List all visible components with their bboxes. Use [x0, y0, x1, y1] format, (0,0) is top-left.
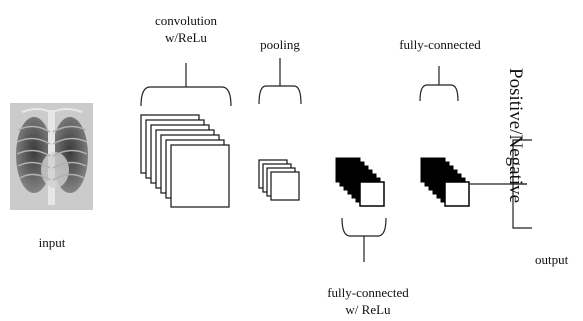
pooling-feature-maps [258, 159, 300, 201]
convolution-bracket [140, 86, 232, 107]
positive-negative-label: Positive/Negative [505, 68, 526, 204]
convolution-feature-maps [140, 114, 230, 208]
pooling-bracket [258, 85, 302, 105]
brackets [140, 58, 532, 262]
fc-bottom-label-line2: w/ ReLu [345, 302, 391, 317]
convolution-label-line1: convolution [154, 13, 218, 28]
fc-block [420, 157, 470, 207]
fc-relu-block [335, 157, 385, 207]
fc-bottom-bracket [341, 217, 387, 237]
fc-top-label: fully-connected [399, 37, 481, 52]
pooling-label: pooling [260, 37, 300, 52]
convolution-label-line2: w/ReLu [165, 30, 207, 45]
chest-xray-image [10, 103, 93, 210]
fc-top-bracket [419, 84, 459, 102]
input-label: input [38, 235, 66, 250]
fc-bottom-label-line1: fully-connected [327, 285, 409, 300]
output-label: output [535, 252, 569, 267]
